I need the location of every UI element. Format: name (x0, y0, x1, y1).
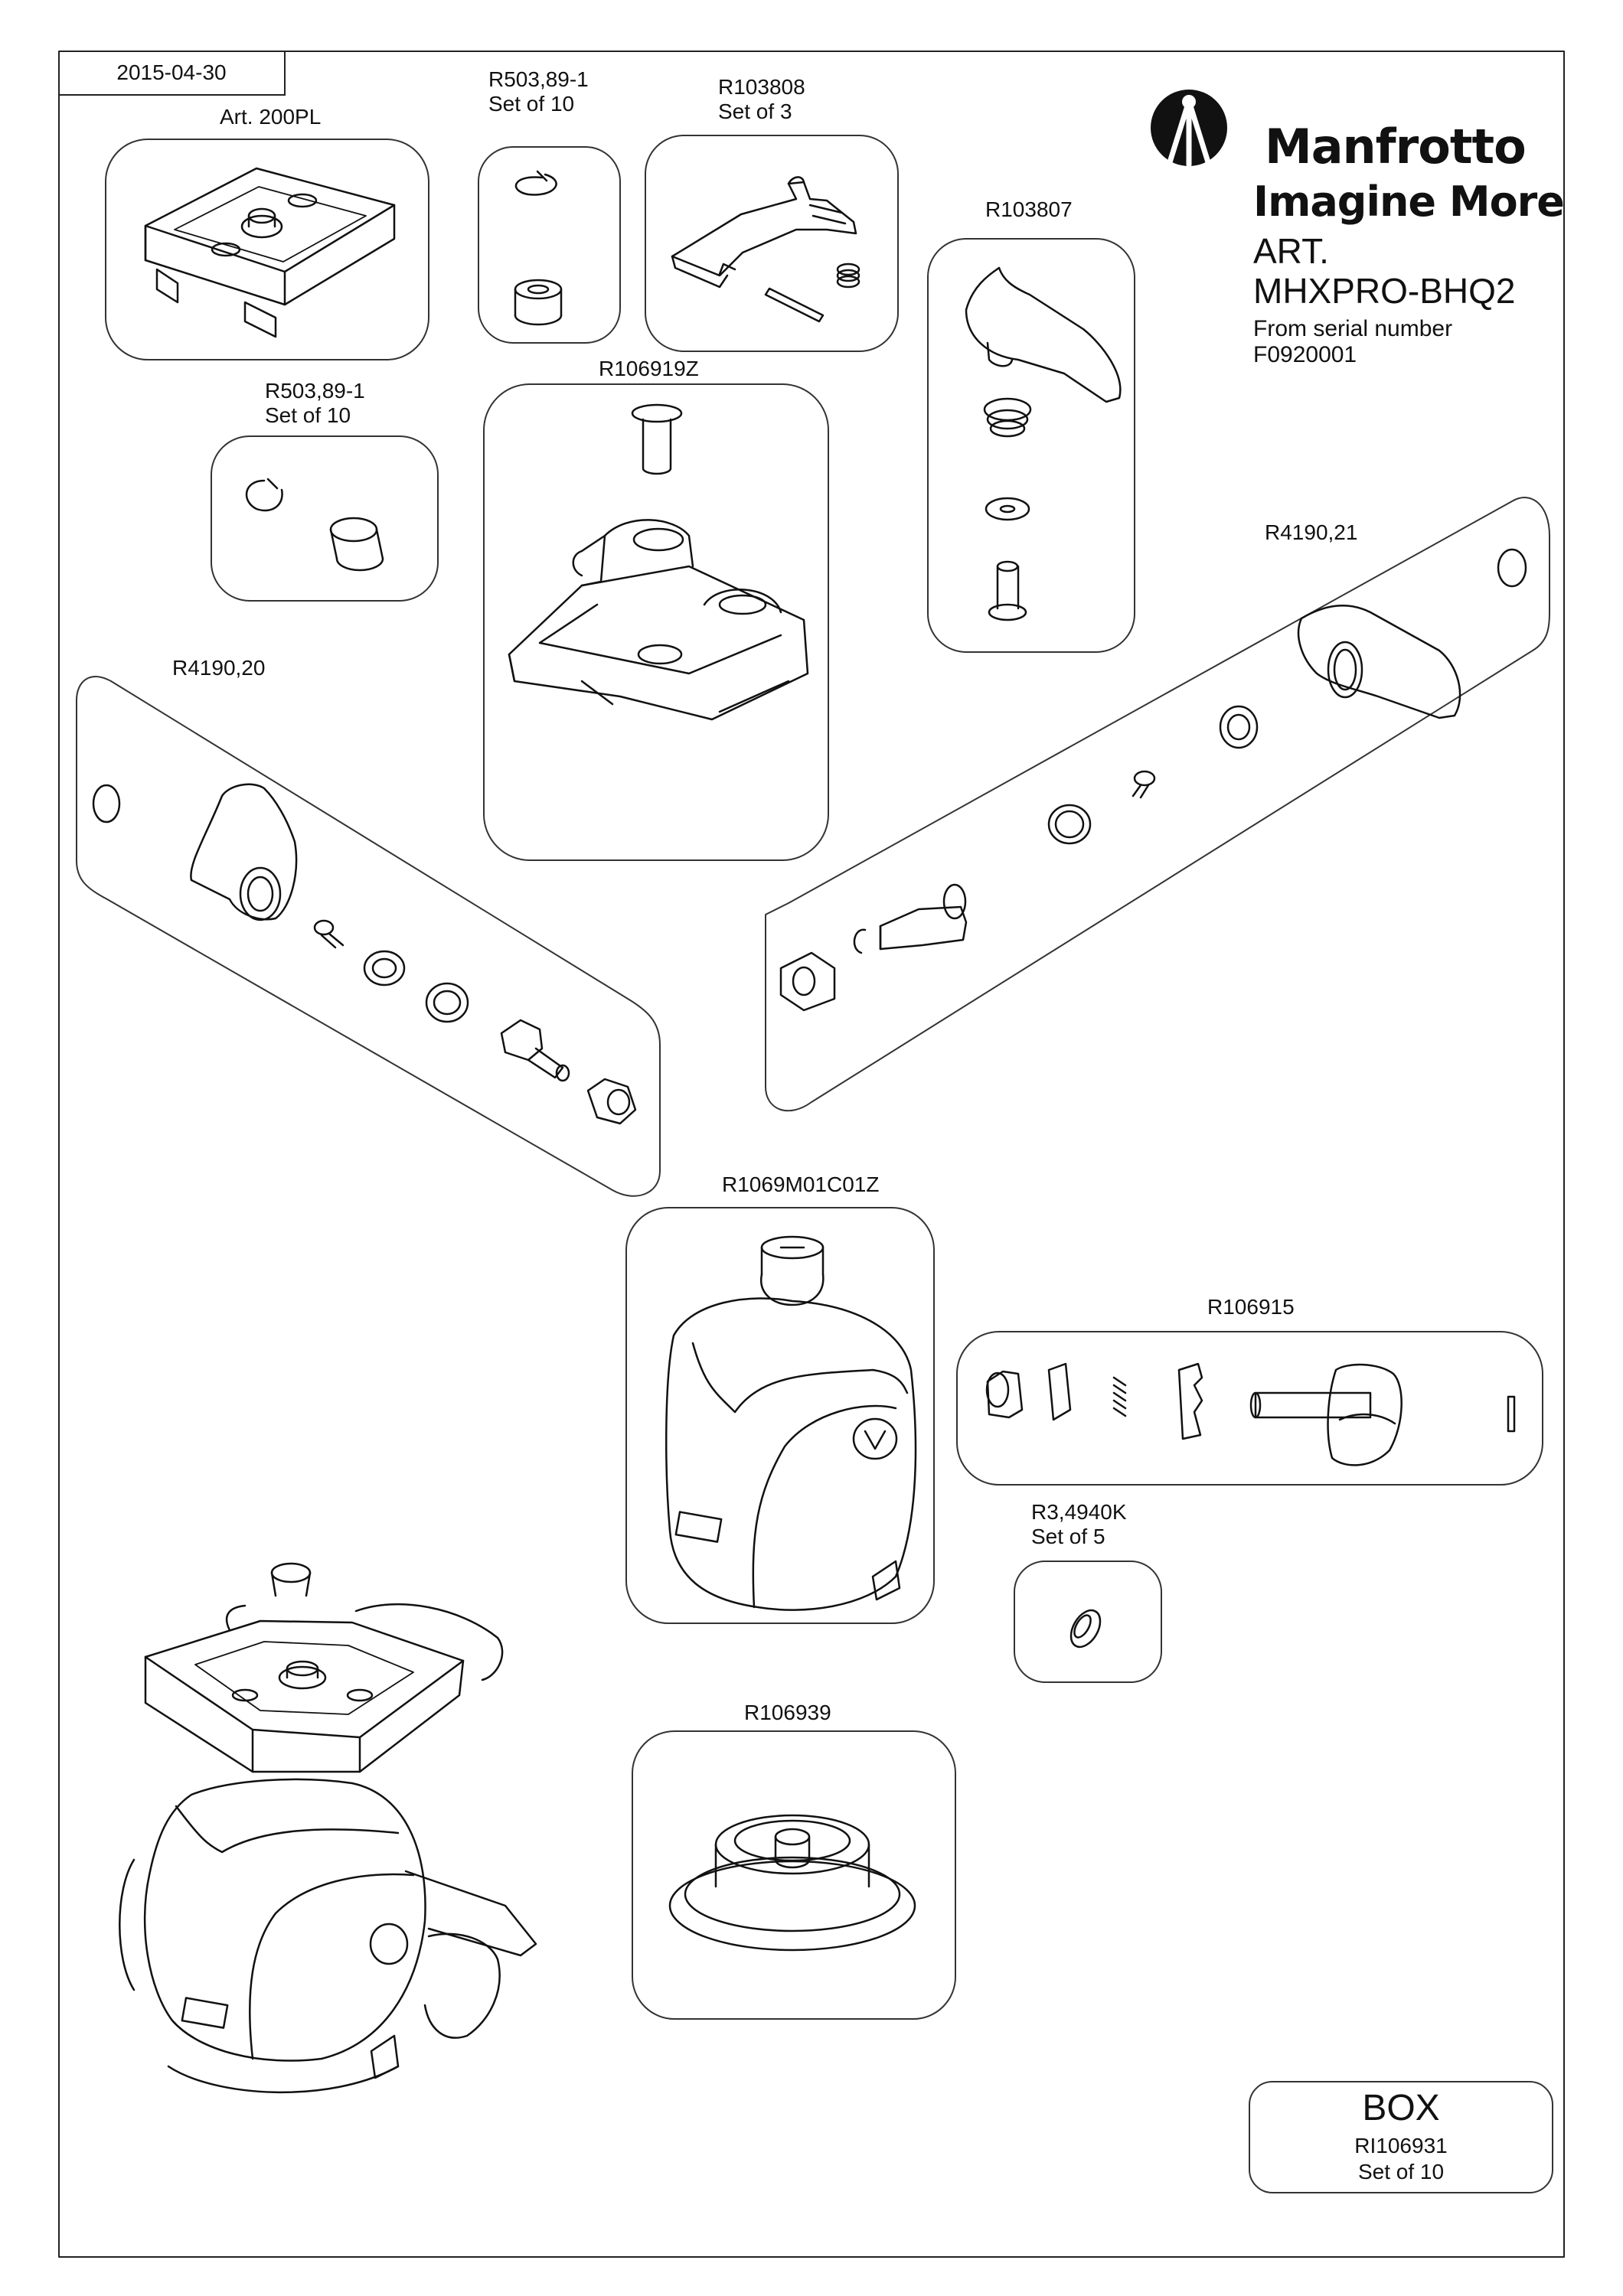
part-code-r106915: R106915 (1207, 1295, 1295, 1319)
panel-200pl (105, 139, 429, 360)
box-title: BOX (1362, 2088, 1440, 2128)
sheet-frame (58, 51, 1565, 2258)
knob-icon (1297, 604, 1461, 719)
assembled-ball-head-illustration (119, 1562, 537, 2094)
box-note: Set of 10 (1357, 2160, 1445, 2183)
brand-tagline: Imagine More (1253, 178, 1565, 226)
part-code-r106939: R106939 (744, 1701, 831, 1724)
part-code-r4190-20: R4190,20 (172, 656, 266, 680)
revision-date: 2015-04-30 (59, 51, 286, 96)
box-code: RI106931 (1354, 2134, 1448, 2157)
panel-r106919z (483, 383, 829, 861)
part-code-r106919z: R106919Z (599, 357, 699, 380)
serial-number: F0920001 (1253, 342, 1357, 367)
part-code-200pl: Art. 200PL (220, 105, 322, 129)
serial-label: From serial number (1253, 316, 1453, 341)
panel-r106939 (632, 1730, 956, 2020)
panel-r503-top (478, 146, 621, 344)
part-note-r503-top: Set of 10 (488, 92, 575, 116)
manfrotto-logo-icon (1151, 90, 1227, 168)
panel-r503-second (211, 435, 439, 602)
part-code-r503-top: R503,89-1 (488, 67, 589, 91)
knob-icon (190, 783, 298, 921)
panel-r4190-20 (76, 676, 661, 1197)
part-code-r103807: R103807 (985, 197, 1073, 221)
box-info-frame (1249, 2081, 1553, 2193)
panel-r4190-21 (765, 497, 1550, 1112)
panel-r103807 (927, 238, 1135, 653)
panel-r1069m01c01z (625, 1207, 935, 1624)
part-note-r503-second: Set of 10 (265, 403, 351, 427)
part-note-r3-4940k: Set of 5 (1031, 1525, 1105, 1548)
model-code: MHXPRO-BHQ2 (1253, 271, 1516, 311)
panel-r3-4940k (1014, 1561, 1162, 1683)
part-note-r103808: Set of 3 (718, 99, 792, 123)
part-code-r103808: R103808 (718, 75, 805, 99)
spring-icon (983, 397, 1032, 438)
article-label: ART. (1253, 231, 1329, 271)
part-code-r1069m01c01z: R1069M01C01Z (722, 1172, 880, 1196)
brand-name: Manfrotto (1265, 119, 1527, 174)
panel-r103808 (645, 135, 899, 352)
panel-r106915 (956, 1331, 1543, 1486)
part-code-r503-second: R503,89-1 (265, 379, 365, 403)
part-code-r4190-21: R4190,21 (1265, 520, 1358, 544)
part-code-r3-4940k: R3,4940K (1031, 1500, 1127, 1524)
spring-icon (836, 263, 860, 289)
